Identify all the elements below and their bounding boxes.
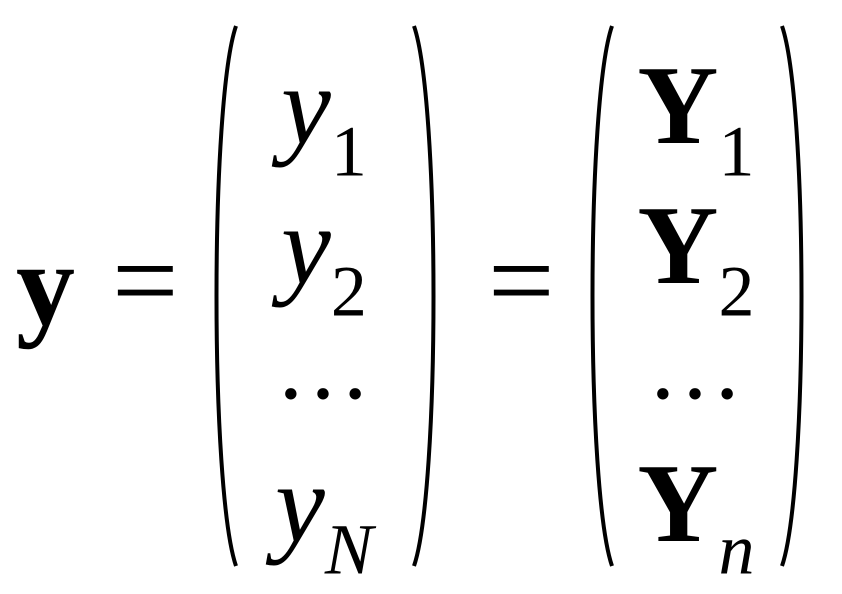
left-paren-2 bbox=[578, 22, 618, 570]
vector-element-Y2: Y2 bbox=[637, 184, 755, 332]
column-vector-lower: y1 y2 … yN bbox=[244, 22, 404, 585]
column-vector-upper: Y1 Y2 … Yn bbox=[620, 22, 772, 585]
right-paren-1 bbox=[408, 22, 448, 570]
left-paren-1 bbox=[202, 22, 242, 570]
right-paren-2 bbox=[776, 22, 816, 570]
vector-element-yN: yN bbox=[275, 442, 373, 590]
vector-ellipsis-lower: … bbox=[275, 312, 373, 419]
lhs-vector-y: y bbox=[16, 219, 75, 350]
equals-sign-2: = bbox=[488, 215, 555, 346]
vector-ellipsis-upper: … bbox=[647, 312, 745, 419]
vector-element-Yn: Yn bbox=[637, 442, 755, 590]
vector-element-y1: y1 bbox=[281, 44, 367, 192]
vector-element-y2: y2 bbox=[281, 184, 367, 332]
vector-element-Y1: Y1 bbox=[637, 44, 755, 192]
equals-sign-1: = bbox=[112, 215, 179, 346]
